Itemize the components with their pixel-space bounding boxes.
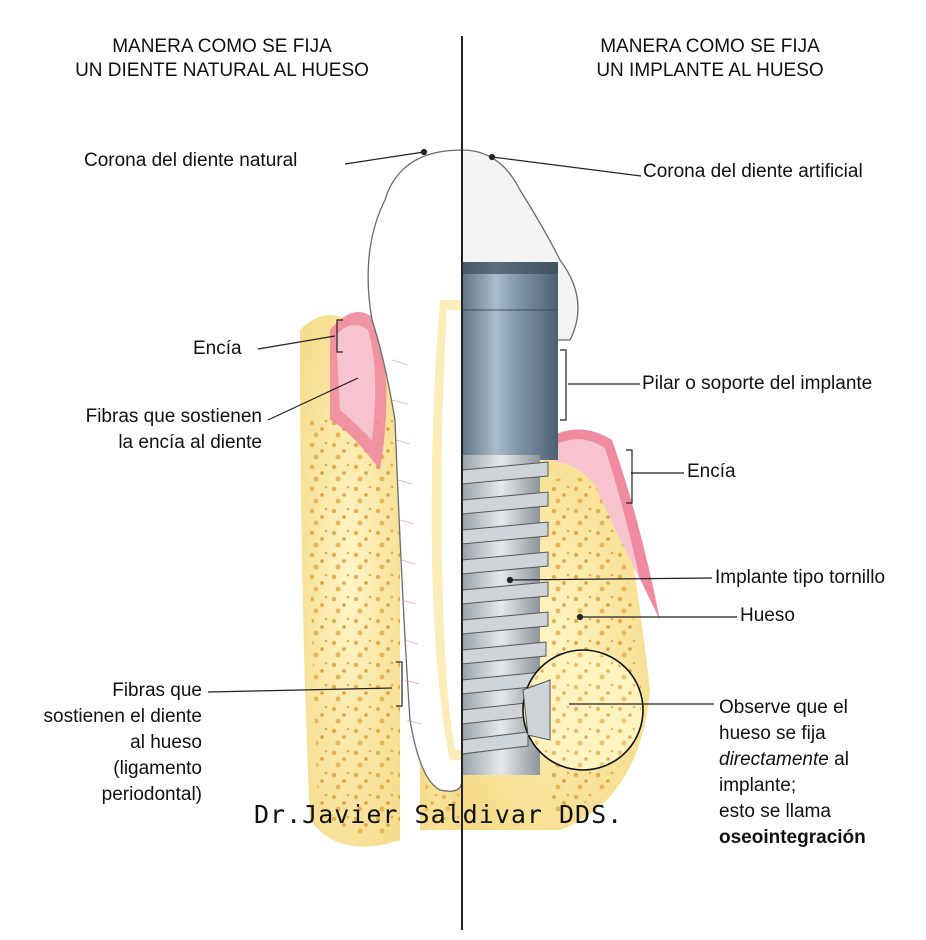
label-gum-left: Encía (193, 338, 242, 359)
note-line2: hueso se fija (719, 723, 826, 744)
title-left-line2: UN DIENTE NATURAL AL HUESO (75, 60, 369, 81)
watermark: Dr.Javier Saldivar DDS. (254, 800, 624, 829)
note-line4: implante; (719, 775, 797, 796)
label-abutment: Pilar o soporte del implante (642, 373, 873, 394)
label-ligament-line2: sostienen el diente (43, 706, 202, 727)
note-line5: esto se llama (719, 801, 831, 822)
label-osseointegration-note: Observe que el hueso se fija directament… (719, 695, 866, 851)
label-crown-natural: Corona del diente natural (84, 150, 298, 171)
title-left-line1: MANERA COMO SE FIJA (112, 36, 332, 57)
label-gum-fibers-line2: la encía al diente (118, 432, 262, 453)
abutment (462, 262, 558, 460)
label-ligament: Fibras que sostienen el diente al hueso … (0, 678, 202, 808)
note-line6: oseointegración (719, 827, 866, 848)
note-line1: Observe que el (719, 697, 848, 718)
label-ligament-line1: Fibras que (112, 680, 202, 701)
label-bone: Hueso (740, 605, 795, 626)
label-crown-artificial: Corona del diente artificial (643, 161, 863, 182)
title-right-line1: MANERA COMO SE FIJA (600, 36, 820, 57)
title-right: MANERA COMO SE FIJA UN IMPLANTE AL HUESO (540, 35, 880, 83)
label-ligament-line5: periodontal) (101, 784, 202, 805)
note-emphasis: directamente (719, 749, 829, 770)
title-right-line2: UN IMPLANTE AL HUESO (596, 60, 824, 81)
label-ligament-line3: al hueso (130, 732, 202, 753)
label-screw-implant: Implante tipo tornillo (715, 567, 886, 588)
label-gum-fibers-line1: Fibras que sostienen (85, 406, 262, 427)
note-line3-rest: al (828, 749, 849, 770)
label-gum-fibers: Fibras que sostienen la encía al diente (48, 404, 262, 456)
label-ligament-line4: (ligamento (113, 758, 202, 779)
title-left: MANERA COMO SE FIJA UN DIENTE NATURAL AL… (42, 35, 402, 83)
label-gum-right: Encía (687, 461, 736, 482)
note-line3: directamente al (719, 747, 866, 773)
